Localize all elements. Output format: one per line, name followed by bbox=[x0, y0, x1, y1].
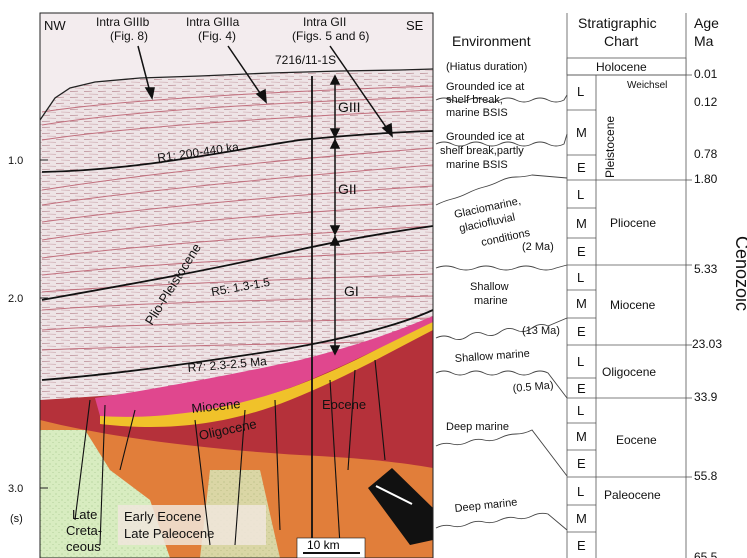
env-7: Deep marine bbox=[454, 496, 518, 515]
miocene-chart-label: Miocene bbox=[610, 298, 656, 312]
time-unit-label: (s) bbox=[10, 513, 23, 525]
tick-label-1: 1.0 bbox=[8, 155, 23, 167]
subdiv-17: E bbox=[577, 538, 586, 553]
env-2-line2: shelf break,partly bbox=[440, 145, 524, 157]
subdiv-4: L bbox=[577, 187, 584, 202]
subdiv-5: M bbox=[576, 216, 587, 231]
age-5: 5.33 bbox=[694, 262, 718, 276]
subdiv-15: L bbox=[577, 484, 584, 499]
weichsel-label: Weichsel bbox=[627, 80, 667, 91]
pliocene-label: Pliocene bbox=[610, 216, 656, 230]
unit-gI-label: GI bbox=[344, 283, 359, 299]
hiatus-13ma: (13 Ma) bbox=[522, 325, 560, 337]
age-header-line1: Age bbox=[694, 15, 719, 31]
oligocene-chart-label: Oligocene bbox=[602, 365, 656, 379]
subdiv-7: L bbox=[577, 270, 584, 285]
env-2-line3: marine BSIS bbox=[446, 159, 508, 171]
subdiv-3: E bbox=[577, 160, 586, 175]
callout-gIIIb-title: Intra GIIIb bbox=[96, 15, 150, 29]
late-cretaceous-line1: Late bbox=[72, 507, 97, 522]
env-5: Shallow marine bbox=[454, 348, 530, 365]
late-cretaceous-line2: Creta- bbox=[66, 523, 102, 538]
age-6: 23.03 bbox=[692, 337, 722, 351]
callout-gII-fig: (Figs. 5 and 6) bbox=[292, 29, 369, 43]
subdiv-14: E bbox=[577, 456, 586, 471]
eocene-chart-label: Eocene bbox=[616, 433, 657, 447]
callout-gII-title: Intra GII bbox=[303, 15, 346, 29]
well-label: 7216/11-1S bbox=[275, 53, 336, 67]
age-1: 0.01 bbox=[694, 67, 718, 81]
age-9: 65.5 bbox=[694, 550, 718, 558]
strat-header-line1: Stratigraphic bbox=[578, 15, 657, 31]
env-1-line1: Grounded ice at bbox=[446, 81, 524, 93]
subdiv-12: L bbox=[577, 403, 584, 418]
eocene-label: Eocene bbox=[322, 397, 366, 412]
age-8: 55.8 bbox=[694, 469, 718, 483]
tick-label-3: 3.0 bbox=[8, 483, 23, 495]
late-paleocene-label: Late Paleocene bbox=[124, 526, 214, 541]
subdiv-8: M bbox=[576, 296, 587, 311]
scale-bar-label: 10 km bbox=[307, 538, 340, 552]
hiatus-2ma: (2 Ma) bbox=[522, 241, 554, 253]
hiatus-05ma: (0.5 Ma) bbox=[512, 379, 554, 395]
env-4-line2: marine bbox=[474, 295, 508, 307]
tick-label-2: 2.0 bbox=[8, 293, 23, 305]
age-3: 0.78 bbox=[694, 147, 718, 161]
early-eocene-label: Early Eocene bbox=[124, 509, 201, 524]
corner-se-label: SE bbox=[406, 18, 424, 33]
env-2-line1: Grounded ice at bbox=[446, 131, 524, 143]
age-4: 1.80 bbox=[694, 172, 718, 186]
corner-nw-label: NW bbox=[44, 18, 66, 33]
scale-bar: 10 km bbox=[297, 538, 365, 558]
subdiv-16: M bbox=[576, 511, 587, 526]
holocene-label: Holocene bbox=[596, 60, 647, 74]
pleistocene-label: Pleistocene bbox=[603, 116, 617, 178]
subdiv-11: E bbox=[577, 381, 586, 396]
subdiv-9: E bbox=[577, 324, 586, 339]
unit-gII-label: GII bbox=[338, 181, 357, 197]
subdiv-13: M bbox=[576, 429, 587, 444]
paleocene-label: Paleocene bbox=[604, 488, 661, 502]
env-6: Deep marine bbox=[446, 421, 509, 433]
env-4-line1: Shallow bbox=[470, 281, 509, 293]
callout-gIIIb-fig: (Fig. 8) bbox=[110, 29, 148, 43]
age-2: 0.12 bbox=[694, 95, 718, 109]
env-1-line2: shelf break, bbox=[446, 94, 503, 106]
cenozoic-label: Cenozoic bbox=[732, 236, 747, 311]
subdiv-6: E bbox=[577, 244, 586, 259]
subdiv-2: M bbox=[576, 125, 587, 140]
env-header: Environment bbox=[452, 33, 531, 49]
env-subheader: (Hiatus duration) bbox=[446, 61, 527, 73]
late-cretaceous-line3: ceous bbox=[66, 539, 101, 554]
strat-header-line2: Chart bbox=[604, 33, 638, 49]
unit-gIII-label: GIII bbox=[338, 99, 361, 115]
age-7: 33.9 bbox=[694, 390, 718, 404]
strat-chart bbox=[567, 13, 692, 558]
callout-gIIIa-title: Intra GIIIa bbox=[186, 15, 240, 29]
subdiv-1: L bbox=[577, 84, 584, 99]
callout-gIIIa-fig: (Fig. 4) bbox=[198, 29, 236, 43]
env-1-line3: marine BSIS bbox=[446, 107, 508, 119]
age-header-line2: Ma bbox=[694, 33, 714, 49]
subdiv-10: L bbox=[577, 354, 584, 369]
